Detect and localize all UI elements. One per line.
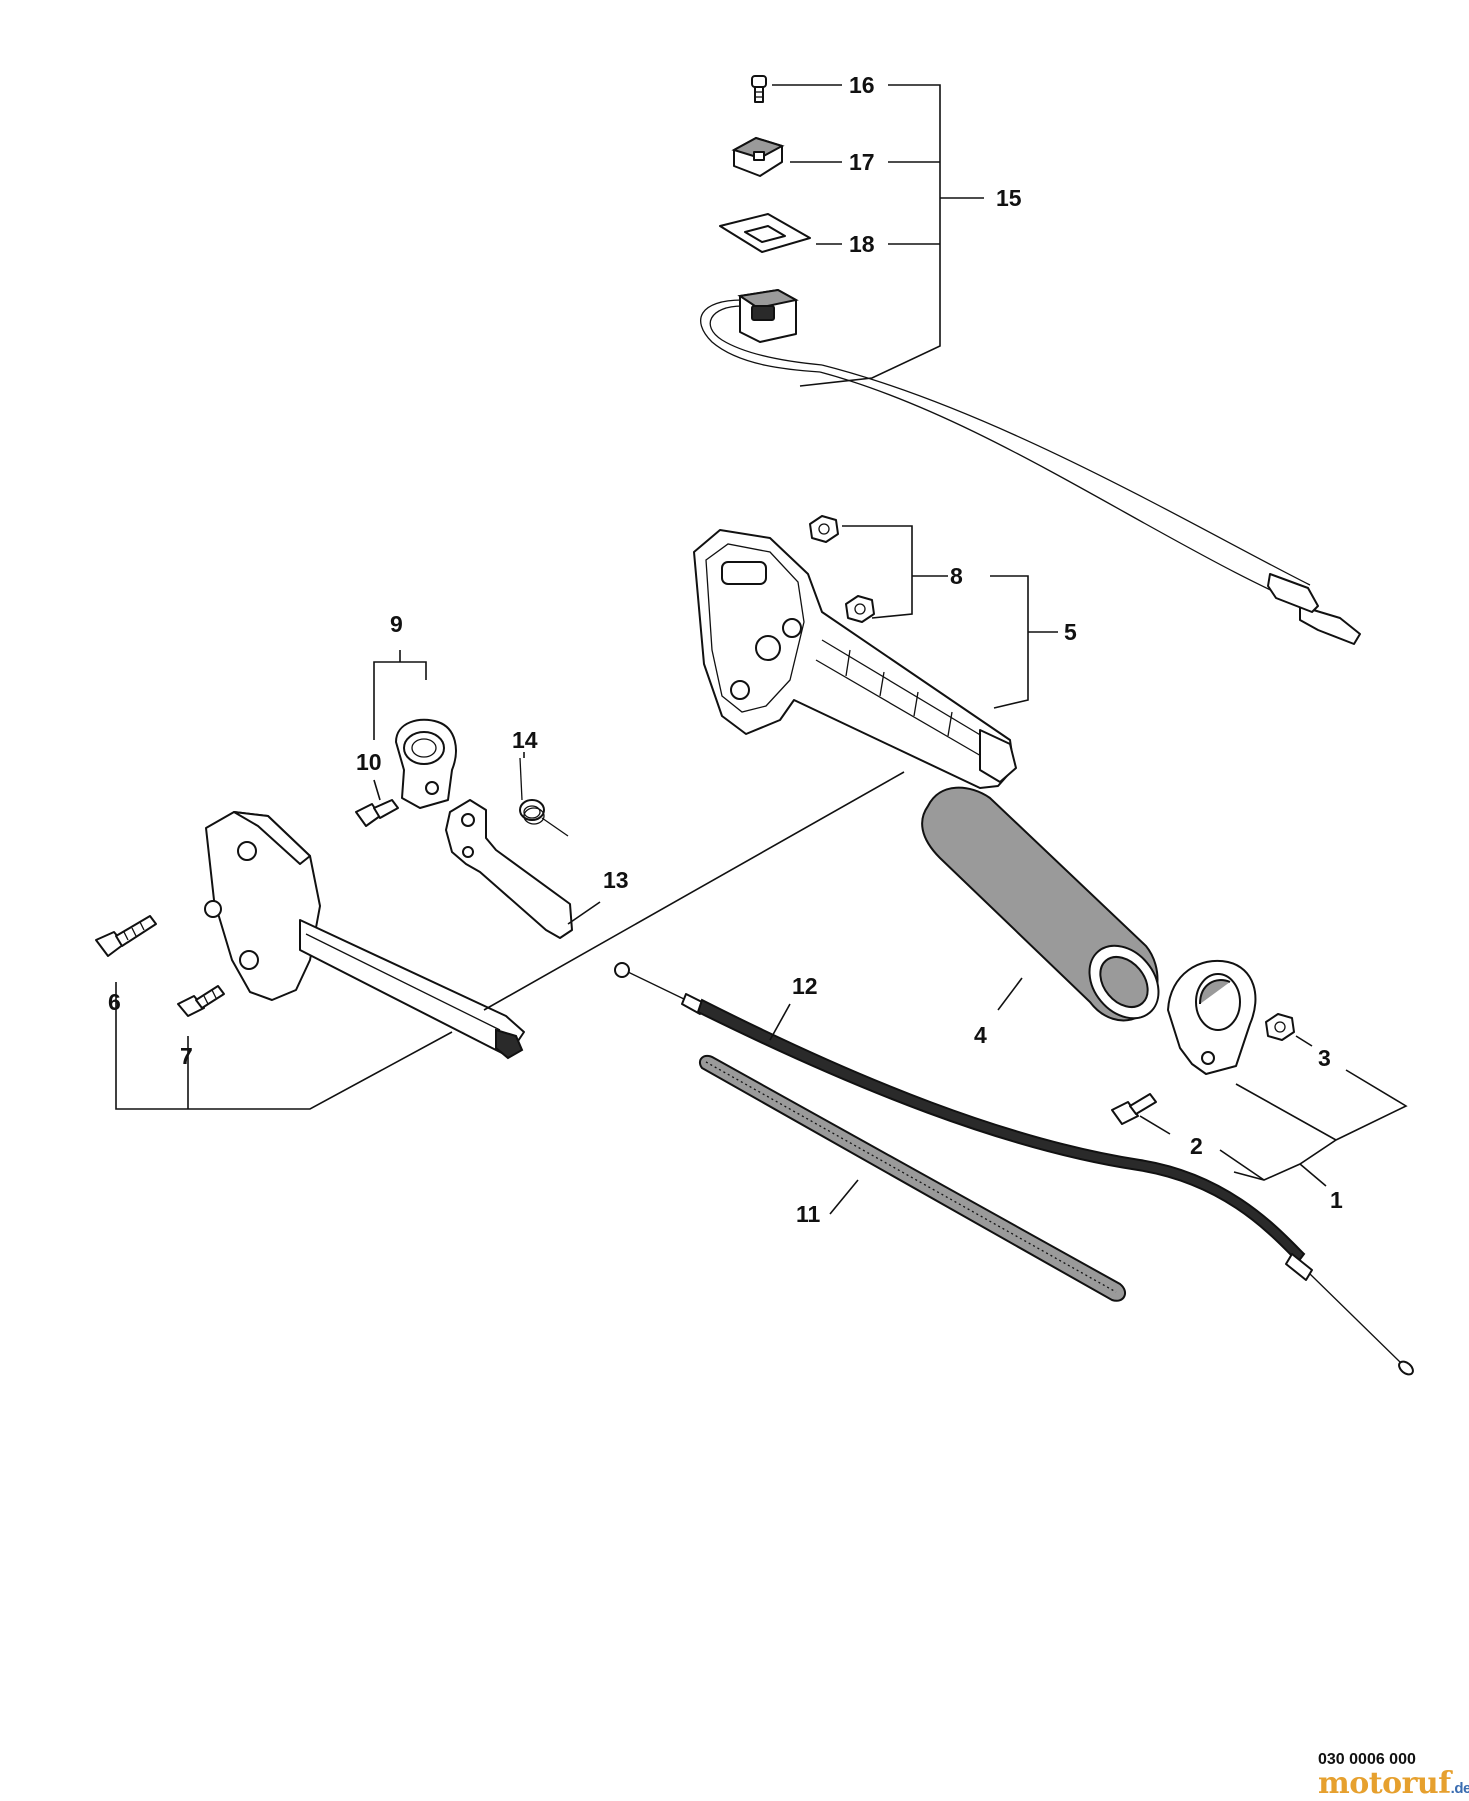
watermark-tld: .de <box>1450 1780 1469 1797</box>
screw-part-16 <box>751 75 767 103</box>
throttle-cable-part-12 <box>614 962 1414 1376</box>
label-11: 11 <box>796 1201 821 1227</box>
watermark-brand: motoruf <box>1318 1766 1451 1801</box>
clamp-part-9 <box>395 718 457 809</box>
label-7: 7 <box>180 1043 193 1069</box>
ring-clamp-part-1 <box>1167 959 1257 1075</box>
label-15: 15 <box>996 185 1022 211</box>
label-9: 9 <box>390 611 403 637</box>
screw-part-10 <box>355 799 399 827</box>
label-16: 16 <box>849 72 875 98</box>
label-14: 14 <box>512 727 538 753</box>
label-18: 18 <box>849 231 875 257</box>
label-6: 6 <box>108 989 121 1015</box>
spring-part-14 <box>519 757 569 837</box>
drawing-code: 030 0006 000 <box>1318 1751 1416 1768</box>
label-2: 2 <box>1190 1133 1203 1159</box>
grip-sleeve-part-4 <box>921 786 1160 1022</box>
nut-part-3 <box>1265 1013 1295 1041</box>
handle-half-part-5 <box>693 529 1017 789</box>
leader-lines <box>115 84 1408 1215</box>
label-13: 13 <box>603 867 629 893</box>
stop-switch-part-15 <box>700 288 1361 645</box>
spring-tube-part-11 <box>698 1054 1127 1302</box>
watermark-logo: motoruf.de <box>1318 1766 1469 1801</box>
label-12: 12 <box>792 973 818 999</box>
throttle-housing-left <box>204 811 525 1060</box>
label-5: 5 <box>1064 619 1077 645</box>
label-3: 3 <box>1318 1045 1331 1071</box>
label-8: 8 <box>950 563 963 589</box>
nut-part-8a <box>809 515 839 543</box>
screw-part-6 <box>95 915 157 957</box>
label-4: 4 <box>974 1022 987 1048</box>
nut-part-8b <box>845 595 875 623</box>
part-labels: 16 17 18 15 8 5 9 10 14 13 6 7 4 12 3 2 … <box>108 72 1343 1227</box>
label-17: 17 <box>849 149 875 175</box>
bolt-part-2 <box>1111 1093 1157 1125</box>
label-10: 10 <box>356 749 382 775</box>
label-1: 1 <box>1330 1187 1343 1213</box>
screw-part-7 <box>177 985 225 1017</box>
throttle-trigger-part-13 <box>445 799 573 939</box>
gasket-part-18 <box>719 213 811 253</box>
nut-part-17 <box>731 136 785 177</box>
